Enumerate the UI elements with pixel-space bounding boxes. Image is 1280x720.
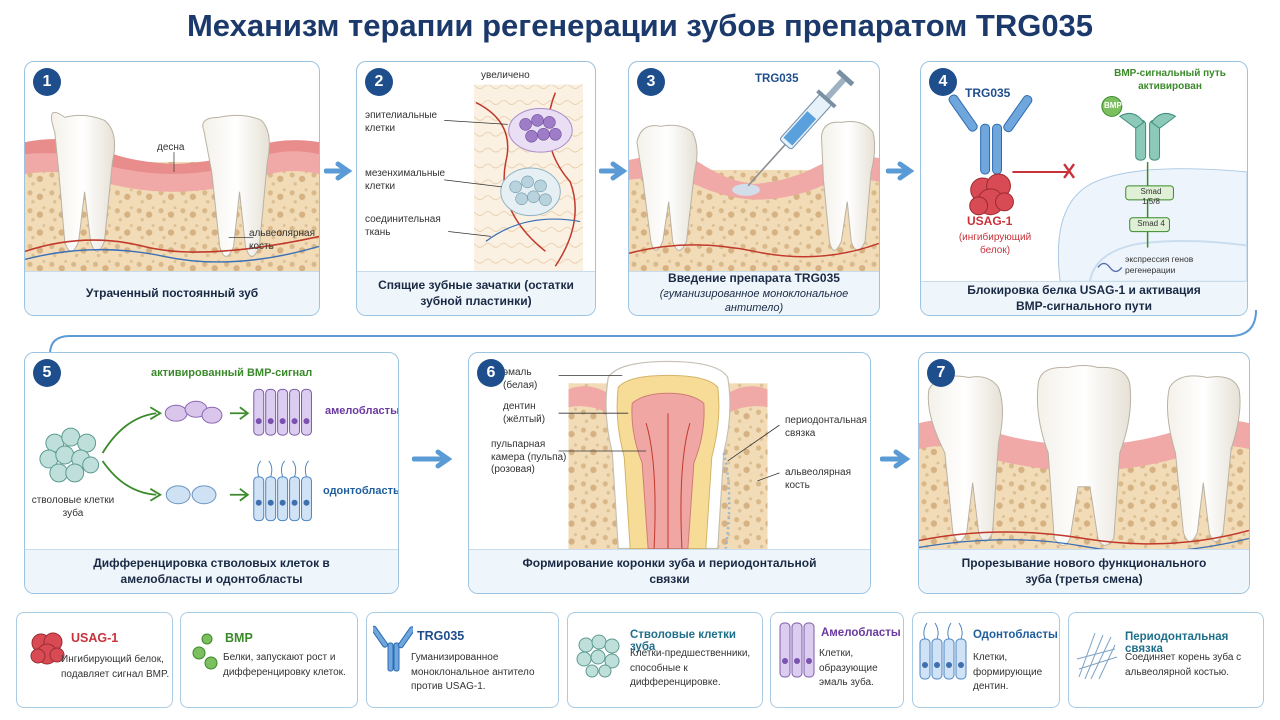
step-number: 5 xyxy=(33,359,61,387)
label-pulp: пульпарная камера (пульпа) (розовая) xyxy=(491,439,567,475)
label-bmp: BMP xyxy=(1104,101,1122,110)
legend-title: BMP xyxy=(225,631,253,645)
stem-cell-icon xyxy=(576,634,620,678)
legend-periodontal-ligament: Периодонтальная связка Соединяет корень … xyxy=(1068,612,1264,708)
label-activated-signal: активированный BMP-сигнал xyxy=(151,367,313,379)
usag-protein-icon xyxy=(30,632,65,665)
injection-illustration xyxy=(629,69,879,272)
panel-4-usag-blocking: 4 TRG035 USAG-1 (ингибирующий белок) BMP… xyxy=(920,61,1248,316)
label-drug-name: TRG035 xyxy=(965,86,1011,100)
label-bmp-pathway: BMP-сигнальный путь активирован xyxy=(1114,68,1226,92)
flow-arrow xyxy=(412,449,453,469)
label-enamel: эмаль (белая) xyxy=(503,367,538,391)
step-number: 3 xyxy=(637,68,665,96)
panel-caption: Спящие зубные зачатки (остатки зубной пл… xyxy=(357,271,595,315)
panel-7-new-tooth: 7 Прорезывание нового функционального зу… xyxy=(918,352,1250,594)
legend-description: Ингибирующий белок, подавляет сигнал BMP… xyxy=(61,654,170,680)
legend-ameloblasts: Амелобласты Клетки, образующие эмаль зуб… xyxy=(770,612,904,708)
legend-title: Амелобласты xyxy=(821,627,901,639)
label-gene-expression: экспрессия генов регенерации xyxy=(1125,254,1194,275)
label-stem-cells: стволовые клетки зуба xyxy=(31,495,115,519)
panel-caption: Дифференцировка стволовых клеток в амело… xyxy=(25,549,398,593)
panel-caption: Введение препарата TRG035 (гуманизирован… xyxy=(629,271,879,315)
label-magnified: увеличено xyxy=(481,70,530,81)
flow-connector xyxy=(49,309,1257,355)
panel-2-dormant-buds: 2 увеличено эпителиальные клетки мезенхи… xyxy=(356,61,596,316)
label-drug-name: TRG035 xyxy=(755,73,799,85)
antibody-icon xyxy=(948,94,1033,175)
panel-6-crown-formation: 6 эмаль (белая) дентин (жёлтый) пульпарн… xyxy=(468,352,871,594)
legend-usag: USAG-1 Ингибирующий белок, подавляет сиг… xyxy=(16,612,173,708)
panel-caption: Блокировка белка USAG-1 и активация BMP-… xyxy=(921,281,1247,315)
panel-3-injection: 3 TRG035 Введение препарата TRG035 (гума… xyxy=(628,61,880,316)
step-number: 2 xyxy=(365,68,393,96)
legend-description: Белки, запускают рост и дифференцировку … xyxy=(223,652,346,678)
jaw-gap-illustration xyxy=(25,111,319,272)
legend-description: Клетки, формирующие дентин. xyxy=(973,652,1043,692)
label-smad158: Smad 1/5/8 xyxy=(1140,187,1162,206)
legend-title: Одонтобласты xyxy=(973,629,1058,641)
panel-caption: Формирование коронки зуба и периодонталь… xyxy=(469,549,870,593)
ligament-icon xyxy=(1076,632,1118,680)
legend-description: Гуманизированное моноклональное антитело… xyxy=(411,652,535,692)
panel-1-lost-tooth: 1 десна альвеолярная кость Утраченный по… xyxy=(24,61,320,316)
legend-bmp: BMP Белки, запускают рост и дифференциро… xyxy=(180,612,358,708)
legend-stem-cells: Стволовые клетки зуба Клетки-предшествен… xyxy=(567,612,763,708)
flow-arrow xyxy=(599,161,628,181)
label-gum: десна xyxy=(157,142,185,153)
ameloblast-icon xyxy=(253,388,312,436)
step-number: 1 xyxy=(33,68,61,96)
legend-description: Клетки-предшественники, способные к дифф… xyxy=(630,648,751,688)
legend-title: TRG035 xyxy=(417,629,465,643)
label-epithelial-cells: эпителиальные клетки xyxy=(365,110,438,134)
bmp-pathway-illustration xyxy=(948,94,1247,282)
label-usag: USAG-1 xyxy=(967,214,1013,228)
ameloblast-icon xyxy=(779,622,815,678)
label-periodontal-ligament: периодонтальная связка xyxy=(785,415,867,439)
tooth-bud-cells-illustration xyxy=(444,84,584,272)
label-mesenchymal-cells: мезенхимальные клетки xyxy=(365,168,446,192)
odontoblast-icon xyxy=(253,476,312,522)
legend-title: USAG-1 xyxy=(71,631,119,645)
panel-caption: Прорезывание нового функционального зуба… xyxy=(919,549,1249,593)
flow-arrow xyxy=(880,449,911,469)
legend-trg035: TRG035 Гуманизированное моноклональное а… xyxy=(366,612,559,708)
step-number: 7 xyxy=(927,359,955,387)
legend-odontoblasts: Одонтобласты Клетки, формирующие дентин. xyxy=(912,612,1060,708)
cell-differentiation-illustration xyxy=(39,388,312,522)
step-number: 6 xyxy=(477,359,505,387)
label-connective-tissue: соединительная ткань xyxy=(365,214,441,238)
legend-description: Клетки, образующие эмаль зуба. xyxy=(819,648,878,688)
panel-caption: Утраченный постоянный зуб xyxy=(25,271,319,315)
label-smad4: Smad 4 xyxy=(1137,219,1165,228)
caption-subtitle: (гуманизированное моноклональное антител… xyxy=(659,288,849,315)
antibody-icon xyxy=(373,625,413,672)
legend-title: Периодонтальная связка xyxy=(1125,631,1229,655)
flow-arrow xyxy=(324,161,353,181)
label-odontoblasts: одонтобласты xyxy=(323,485,399,497)
label-usag-sub: (ингибирующий белок) xyxy=(958,232,1032,256)
bmp-protein-icon xyxy=(192,633,218,670)
legend-title: Стволовые клетки зуба xyxy=(630,629,737,653)
label-alveolar-bone: альвеолярная кость xyxy=(785,467,852,491)
page-title: Механизм терапии регенерации зубов препа… xyxy=(186,8,1094,43)
panel-5-differentiation: 5 активированный BMP-сигнал амелобласты … xyxy=(24,352,399,594)
step-number: 4 xyxy=(929,68,957,96)
erupted-tooth-illustration xyxy=(919,365,1249,553)
usag-protein-icon xyxy=(969,173,1014,216)
odontoblast-icon xyxy=(919,622,967,680)
label-ameloblasts: амелобласты xyxy=(325,405,399,417)
stem-cell-icon xyxy=(39,427,100,483)
tooth-cross-section-illustration xyxy=(558,360,780,553)
label-dentin: дентин (жёлтый) xyxy=(503,401,546,425)
label-alveolar-bone: альвеолярная кость xyxy=(249,228,316,252)
flow-arrow xyxy=(886,161,915,181)
legend-description: Соединяет корень зуба с альвеолярной кос… xyxy=(1125,652,1242,678)
